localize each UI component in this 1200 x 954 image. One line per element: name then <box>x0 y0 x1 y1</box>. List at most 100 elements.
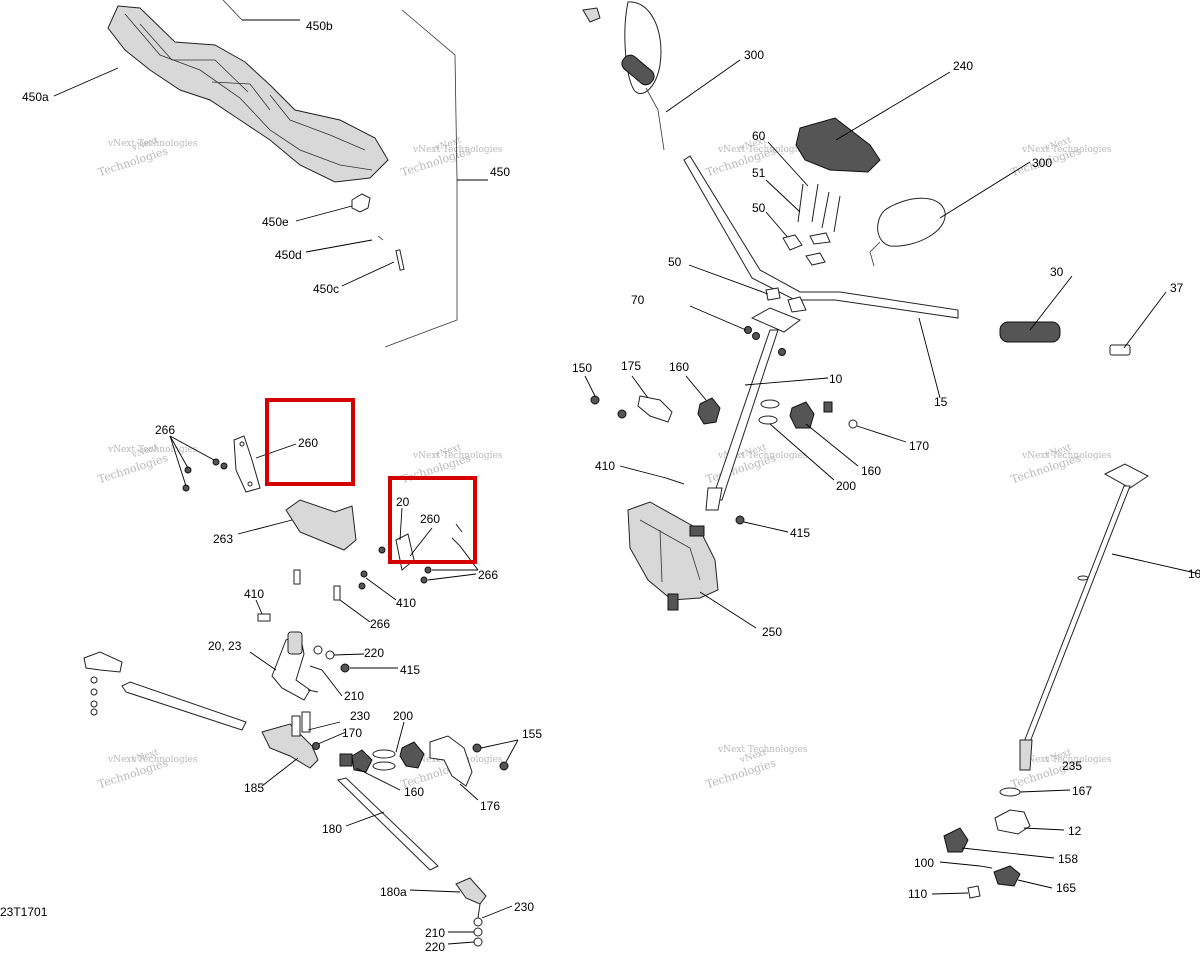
handlebar <box>683 155 959 319</box>
handguard-part <box>107 5 389 183</box>
watermark-text: vNext Technologies <box>1021 145 1112 155</box>
callout-label: 260 <box>298 436 318 450</box>
bolt-266 <box>333 585 341 601</box>
callout-label: 260 <box>420 512 440 526</box>
callout-label: 263 <box>213 532 233 546</box>
callout-label: 230 <box>514 900 534 914</box>
handguard-pin <box>395 249 405 271</box>
callout-label: 167 <box>1072 784 1092 798</box>
callout-label: 450b <box>306 19 333 33</box>
callout-label: 200 <box>393 709 413 723</box>
brackets-group <box>169 435 479 623</box>
clamp-upper <box>782 234 803 251</box>
grip-left <box>621 54 655 86</box>
callout-label: 165 <box>1056 881 1076 895</box>
grip-right <box>999 321 1061 343</box>
watermark-text: vNext Technologies <box>412 145 503 155</box>
callout-label: 180a <box>380 885 407 899</box>
callout-label: 240 <box>953 59 973 73</box>
callout-label: 150 <box>572 361 592 375</box>
bracket-263 <box>285 499 357 551</box>
callout-label: 70 <box>631 293 645 307</box>
watermark-text: vNext Technologies <box>717 451 808 461</box>
callout-label: 20 <box>396 495 410 509</box>
callout-label: 300 <box>744 48 764 62</box>
clamp-165 <box>993 865 1021 887</box>
callout-label: 300 <box>1032 156 1052 170</box>
bushing-160 <box>697 397 721 425</box>
column-top-plate <box>1103 463 1149 489</box>
callout-label: 250 <box>762 625 782 639</box>
tierod-group <box>83 631 519 947</box>
mirror-right <box>877 197 946 247</box>
watermark-text: vNext Technologies <box>107 139 198 149</box>
handguard-group <box>53 0 488 348</box>
bushing-160 <box>399 741 425 769</box>
handguard-clip <box>351 193 371 213</box>
callout-label: 410 <box>244 587 264 601</box>
callout-label: 410 <box>595 459 615 473</box>
callout-label: 266 <box>370 617 390 631</box>
callout-label: 266 <box>155 423 175 437</box>
callout-label: 185 <box>244 781 264 795</box>
callout-label: 51 <box>752 166 766 180</box>
watermark-text: vNext Technologies <box>107 755 198 765</box>
callout-label: 30 <box>1050 265 1064 279</box>
callout-label: 210 <box>425 926 445 940</box>
watermark-text: vNext Technologies <box>107 445 198 455</box>
callout-label: 176 <box>480 799 500 813</box>
callout-label: 220 <box>425 940 445 954</box>
handlebar-cover <box>795 117 881 173</box>
callout-label: 10 <box>829 372 843 386</box>
bar-end <box>1109 344 1131 356</box>
tie-rod <box>121 681 247 731</box>
callout-label: 235 <box>1062 759 1082 773</box>
callout-label: 50 <box>752 201 766 215</box>
bracket-175 <box>637 395 673 423</box>
callout-label: 450 <box>490 165 510 179</box>
callout-label: 175 <box>621 359 641 373</box>
lever-12 <box>994 809 1031 835</box>
callout-label: 37 <box>1170 281 1184 295</box>
callout-label: 160 <box>861 464 881 478</box>
clamp-lower <box>787 296 807 313</box>
handlebar-group <box>582 1 1167 629</box>
callout-label: 450d <box>275 248 302 262</box>
callout-label: 10 <box>1188 567 1200 581</box>
callout-label: 450c <box>313 282 339 296</box>
callout-label: 12 <box>1068 824 1082 838</box>
callout-label: 200 <box>836 479 856 493</box>
callout-labels: 450b 450a 450 450e 450d 450c 266 260 263… <box>0 19 1200 954</box>
tie-rod-end <box>83 651 123 673</box>
callout-label: 410 <box>396 596 416 610</box>
watermark-text: vNext Technologies <box>412 451 503 461</box>
callout-label: 160 <box>404 785 424 799</box>
clamp-lower <box>765 287 781 301</box>
callout-label: 415 <box>790 526 810 540</box>
steering-gearbox <box>627 501 719 601</box>
watermark-text: vNext Technologies <box>1021 755 1112 765</box>
callout-label: 50 <box>668 255 682 269</box>
bracket-176 <box>429 735 473 787</box>
bracket-260-right <box>395 533 415 571</box>
callout-label: 160 <box>669 360 689 374</box>
callout-label: 110 <box>908 887 927 901</box>
bracket-260-left <box>233 435 261 493</box>
watermark-text: vNext Technologies <box>717 145 808 155</box>
bushing-160 <box>789 401 815 429</box>
callout-label: 180 <box>322 822 342 836</box>
highlight-box-260-left <box>265 398 355 486</box>
highlight-box-260-right <box>388 476 477 564</box>
callout-label: 15 <box>934 395 948 409</box>
clamp-upper <box>805 252 826 266</box>
callout-label: 170 <box>342 726 362 740</box>
steering-column <box>711 329 779 501</box>
watermark-text: vNext Technologies <box>717 745 808 755</box>
watermark-text: vNext Technologies <box>1021 451 1112 461</box>
callout-label: 155 <box>522 727 542 741</box>
long-column-group <box>931 463 1200 899</box>
callout-label: 100 <box>914 856 934 870</box>
diagram-code: 23T1701 <box>0 905 48 919</box>
